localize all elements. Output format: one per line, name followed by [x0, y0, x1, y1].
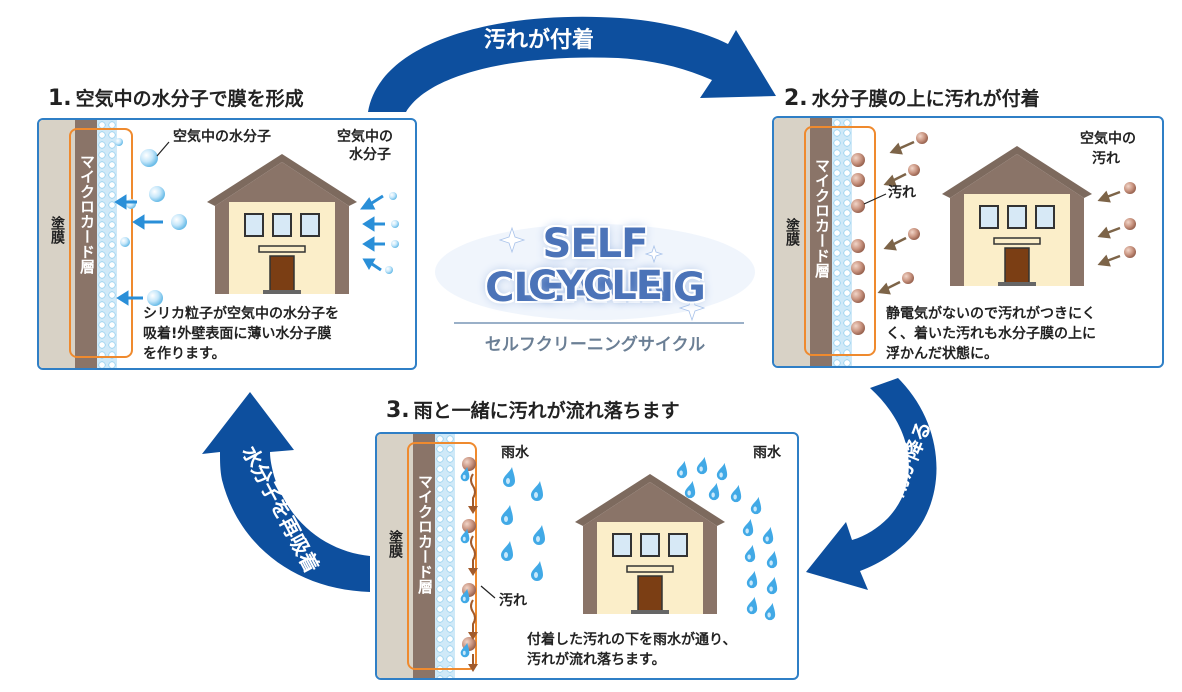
step1-desc-line3: を作ります。 — [143, 346, 226, 362]
guard-layer — [413, 434, 435, 678]
top-arrow-label: 汚れが付着 — [484, 28, 595, 53]
paint-label: 塗膜 — [49, 216, 65, 244]
step3-rain-label-1: 雨水 — [501, 445, 529, 461]
step2-desc-line3: 浮かんだ状態に。 — [886, 346, 998, 362]
house-icon — [207, 154, 357, 294]
step2-desc-line2: く、着いた汚れも水分子膜の上に — [886, 326, 1096, 342]
step3-flow — [460, 456, 778, 672]
step2-title-text: 水分子膜の上に汚れが付着 — [811, 88, 1040, 110]
water-film — [97, 120, 117, 368]
step2-dirt — [851, 132, 1136, 335]
guard-label: マイクロカード層 — [416, 474, 434, 594]
step1-number: 1. — [48, 86, 72, 111]
water-film — [435, 434, 455, 678]
guard-highlight — [69, 128, 133, 358]
step3-desc-line1: 付着した汚れの下を雨水が通り、 — [527, 632, 737, 648]
step2-number: 2. — [784, 86, 808, 111]
step3-callout: 汚れ — [499, 593, 527, 609]
water-film — [832, 118, 852, 366]
step2-desc-line1: 静電気がないので汚れがつきにく — [886, 306, 1096, 322]
step1-title-text: 空気中の水分子で膜を形成 — [75, 88, 304, 110]
arrow-icon — [470, 473, 476, 664]
top-arrow-icon — [368, 16, 776, 112]
step1-side-label-1: 空気中の — [337, 129, 393, 145]
step3-title: 3.雨と一緒に汚れが流れ落ちます — [386, 396, 680, 423]
step3-title-text: 雨と一緒に汚れが流れ落ちます — [413, 400, 680, 422]
left-arrow-icon — [202, 392, 370, 592]
center-logo: SELF CLEANING CYCLE セルフクリーニングサイクル — [430, 210, 760, 360]
step1-molecules — [114, 138, 399, 306]
paint-label: 塗膜 — [784, 218, 800, 246]
step1-title: 1.空気中の水分子で膜を形成 — [48, 84, 304, 111]
water-molecule-icon — [115, 138, 399, 306]
right-arrow-icon — [806, 378, 937, 590]
step2-side-label-1: 空気中の — [1080, 131, 1136, 147]
step1-desc-line2: 吸着!外壁表面に薄い水分子膜 — [143, 326, 332, 342]
arrow-icon — [114, 194, 385, 306]
step2-side-label-2: 汚れ — [1092, 151, 1120, 167]
step1-side-label-2: 水分子 — [349, 147, 391, 163]
guard-highlight — [407, 442, 477, 670]
arrow-icon — [877, 140, 1121, 295]
step1-callout: 空気中の水分子 — [173, 129, 271, 145]
step3-desc-line2: 汚れが流れ落ちます。 — [527, 652, 666, 668]
guard-label: マイクロカード層 — [813, 158, 831, 278]
guard-layer — [810, 118, 832, 366]
step2-panel: 塗膜 マイクロカード層 汚れ — [772, 116, 1164, 368]
step3-number: 3. — [386, 398, 410, 423]
house-icon — [942, 146, 1092, 286]
step1-panel: 塗膜 マイクロカード層 空気中の水分子 空気中の 水分子 — [37, 118, 417, 370]
step2-desc: 静電気がないので汚れがつきにく く、着いた汚れも水分子膜の上に 浮かんだ状態に。 — [886, 304, 1162, 364]
step3-rain-label-2: 雨水 — [753, 445, 781, 461]
guard-layer — [75, 120, 97, 368]
sparkle-icon — [435, 224, 755, 322]
step3-panel: 塗膜 マイクロカード層 — [375, 432, 799, 680]
step2-callout: 汚れ — [888, 185, 916, 201]
guard-label: マイクロカード層 — [78, 154, 96, 274]
guard-highlight — [804, 126, 876, 356]
center-subtitle: セルフクリーニングサイクル — [484, 335, 706, 355]
step1-desc-line1: シリカ粒子が空気中の水分子を — [143, 306, 339, 322]
center-divider — [454, 322, 744, 324]
step1-desc: シリカ粒子が空気中の水分子を 吸着!外壁表面に薄い水分子膜 を作ります。 — [143, 304, 413, 364]
dirt-particle-icon — [851, 132, 1136, 335]
center-title-line1: SELF CLEANING — [485, 221, 706, 311]
dirt-particle-icon — [462, 457, 476, 651]
raindrop-icon — [460, 466, 470, 658]
step3-desc: 付着した汚れの下を雨水が通り、 汚れが流れ落ちます。 — [527, 630, 797, 670]
center-title-line2: CYCLE — [527, 263, 663, 309]
step2-title: 2.水分子膜の上に汚れが付着 — [784, 84, 1040, 111]
paint-label: 塗膜 — [387, 530, 403, 558]
house-icon — [575, 474, 725, 614]
